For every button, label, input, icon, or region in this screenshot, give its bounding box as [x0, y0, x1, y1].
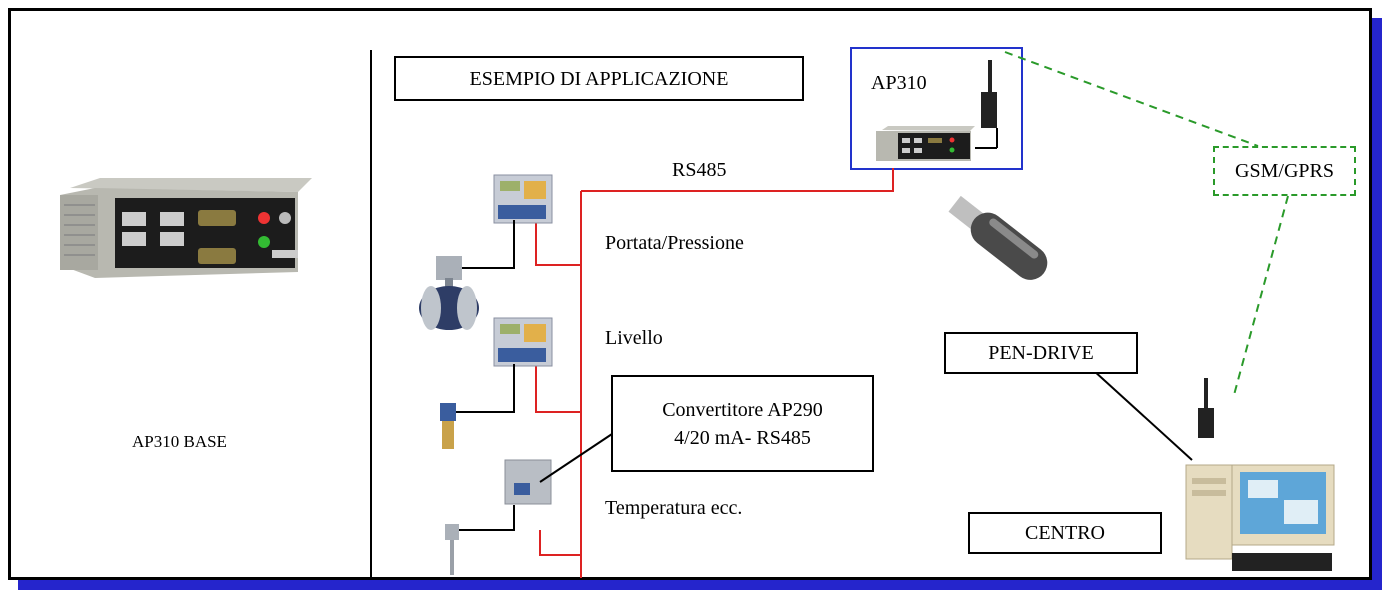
device-caption: AP310 BASE [132, 432, 227, 451]
converter-line-2: 4/20 mA- RS485 [674, 426, 811, 449]
controller-unit-icon [493, 174, 553, 224]
sensor-label-livello: Livello [605, 327, 663, 349]
diagram-title: ESEMPIO DI APPLICAZIONE [394, 56, 804, 101]
ap310-box [850, 47, 1023, 170]
junction-box-icon [504, 459, 552, 505]
ap310-device-icon [876, 126, 975, 161]
gsm-gprs-label: GSM/GPRS [1213, 146, 1356, 196]
controller-unit-icon [493, 317, 553, 367]
flow-meter-icon [419, 256, 479, 330]
converter-line-1: Convertitore AP290 [662, 398, 823, 421]
diagram-frame [8, 8, 1372, 580]
level-sensor-icon [440, 403, 456, 449]
antenna-icon [975, 60, 998, 149]
converter-box: Convertitore AP290 4/20 mA- RS485 [611, 375, 874, 472]
gsm-link-ap310 [1004, 51, 1259, 147]
usb-pen-drive-icon [948, 195, 1048, 280]
sensor-cable [462, 220, 515, 269]
sensor-label-portata: Portata/Pressione [605, 232, 744, 254]
desktop-computer-icon [1185, 378, 1335, 571]
rs485-bus [535, 168, 894, 578]
centro-label: CENTRO [968, 512, 1162, 554]
sensor-cable [450, 364, 515, 413]
converter-callout [539, 433, 613, 483]
sensor-label-temperatura: Temperatura ecc. [605, 497, 743, 519]
pen-drive-label: PEN-DRIVE [944, 332, 1138, 374]
gsm-link-centro [1233, 195, 1289, 396]
pen-drive-callout [1092, 369, 1193, 461]
ap310-label: AP310 [871, 72, 927, 94]
ap310-base-device-icon [60, 178, 312, 278]
rs485-label: RS485 [672, 159, 727, 181]
sensor-cable [458, 505, 515, 531]
temperature-probe-icon [445, 524, 459, 575]
